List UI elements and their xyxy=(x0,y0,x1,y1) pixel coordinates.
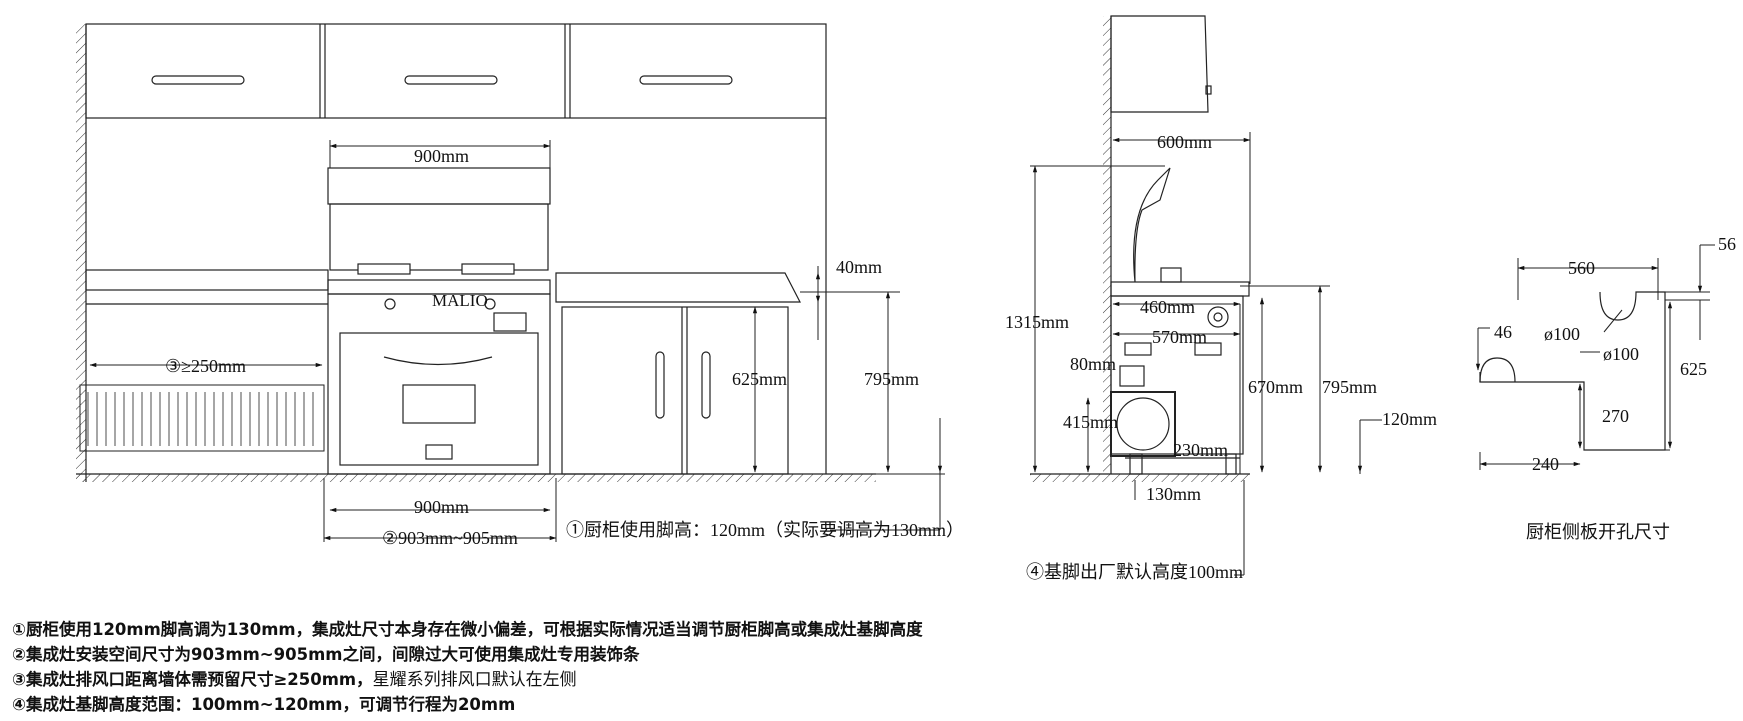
brand-logo: MALIO xyxy=(432,291,488,310)
foot-note: ④基脚出厂默认高度100mm xyxy=(1026,562,1243,582)
front-width-top: 900mm xyxy=(414,146,469,166)
side-total-height: 795mm xyxy=(1322,377,1377,397)
panel-caption: 厨柜侧板开孔尺寸 xyxy=(1526,522,1670,542)
side-overall-height: 1315mm xyxy=(1005,312,1069,332)
note-4: ④集成灶基脚高度范围：100mm~120mm，可调节行程为20mm xyxy=(12,695,516,714)
panel-hole-side: ø100 xyxy=(1603,344,1639,364)
cabinet-height-dim: 625mm xyxy=(732,369,787,389)
side-plinth: 120mm xyxy=(1382,409,1437,429)
side-body-depth: 570mm xyxy=(1152,327,1207,347)
side-top-depth: 460mm xyxy=(1140,297,1195,317)
note-1: ①厨柜使用120mm脚高调为130mm，集成灶尺寸本身存在微小偏差，可根据实际情… xyxy=(12,620,923,639)
total-height-dim: 795mm xyxy=(864,369,919,389)
side-view: 600mm 1315mm 460mm 570mm 80mm 415mm 230m… xyxy=(1005,15,1437,582)
plinth-note: ①厨柜使用脚高：120mm（实际要调高为130mm） xyxy=(566,520,964,540)
panel-hole-x: 240 xyxy=(1532,454,1559,474)
side-outlet-height: 415mm xyxy=(1063,412,1118,432)
note-2: ②集成灶安装空间尺寸为903mm~905mm之间，间隙过大可使用集成灶专用装饰条 xyxy=(12,645,640,664)
front-view: MALIO 900mm xyxy=(76,23,964,548)
panel-top-offset: 56 xyxy=(1718,234,1736,254)
panel-hole-top: ø100 xyxy=(1544,324,1580,344)
notes-section: ①厨柜使用120mm脚高调为130mm，集成灶尺寸本身存在微小偏差，可根据实际情… xyxy=(12,617,1732,717)
side-outlet-depth: 230mm xyxy=(1173,440,1228,460)
integrated-stove-front: MALIO xyxy=(327,167,551,475)
upper-cabinets xyxy=(85,23,827,474)
exhaust-clearance-dim: ③≥250mm xyxy=(165,356,246,376)
side-body-height: 670mm xyxy=(1248,377,1303,397)
side-pipe-offset: 80mm xyxy=(1070,354,1116,374)
integrated-stove-side xyxy=(1110,167,1250,475)
counter-thickness-dim: 40mm xyxy=(836,257,882,277)
front-width-bottom: 900mm xyxy=(414,497,469,517)
note-3: ③集成灶排风口距离墙体需预留尺寸≥250mm，星耀系列排风口默认在左侧 xyxy=(12,670,577,689)
exhaust-duct xyxy=(79,384,325,452)
panel-hole-height: 270 xyxy=(1602,406,1629,426)
base-cabinet-right xyxy=(555,272,801,475)
install-space-dim: ②903mm~905mm xyxy=(382,528,518,548)
side-foot-offset: 130mm xyxy=(1146,484,1201,504)
panel-width: 560 xyxy=(1568,258,1595,278)
panel-height: 625 xyxy=(1680,359,1707,379)
side-panel-view: 560 56 46 ø100 ø100 625 270 240 厨柜侧板开孔尺寸 xyxy=(1475,234,1736,542)
side-depth-dim: 600mm xyxy=(1157,132,1212,152)
panel-left-offset: 46 xyxy=(1494,322,1512,342)
